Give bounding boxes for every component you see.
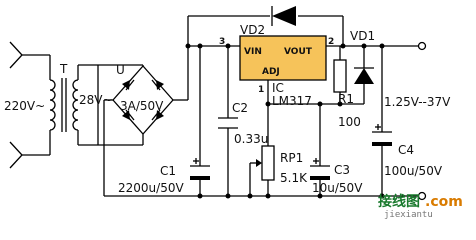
- c1-label: C1: [160, 164, 176, 178]
- c2-capacitor: [218, 117, 238, 129]
- c1-value-label: 2200u/50V: [118, 181, 184, 195]
- vd1-label: VD1: [350, 29, 375, 43]
- ic-part-label: LM317: [272, 94, 312, 108]
- lm317-regulator-schematic: 220V~ T 28V~: [4, 6, 463, 220]
- transformer-label: T: [59, 62, 68, 76]
- c3-value-label: 10u/50V: [312, 181, 363, 195]
- r1-resistor: [333, 59, 347, 93]
- input-voltage-label: 220V~: [4, 99, 45, 113]
- ac-input-terminals: [9, 41, 51, 169]
- bridge-rectifier: [98, 46, 189, 196]
- watermark-tld: .com: [425, 194, 463, 210]
- ic-label: IC: [272, 81, 284, 95]
- watermark-brand: 接线图: [378, 193, 420, 210]
- junction-dots: [185, 43, 385, 199]
- output-positive-terminal: [417, 41, 427, 51]
- main-wiring: [104, 15, 418, 197]
- c2-label: C2: [232, 101, 248, 115]
- rp1-label: RP1: [280, 151, 303, 165]
- pin3-label: 3: [219, 37, 225, 47]
- r1-value-label: 100: [338, 115, 361, 129]
- vd1-diode: [354, 67, 374, 84]
- rectifier-rating-label: 3A/50V: [120, 99, 164, 113]
- rectifier-label: U: [116, 63, 125, 77]
- site-watermark: 接线图 .com jiexiantu: [378, 193, 463, 220]
- output-ground-terminal: [417, 191, 427, 201]
- transformer-symbol: [49, 64, 99, 146]
- rp1-potentiometer: [256, 145, 275, 181]
- adj-label: ADJ: [262, 67, 280, 77]
- r1-label: R1: [338, 92, 354, 106]
- vd2-diode: [271, 6, 296, 26]
- vd2-label: VD2: [240, 23, 265, 37]
- c4-label: C4: [398, 143, 414, 157]
- c3-label: C3: [334, 163, 350, 177]
- c4-value-label: 100u/50V: [384, 164, 443, 178]
- rp1-value-label: 5.1K: [280, 171, 308, 185]
- watermark-domain: jiexiantu: [384, 210, 433, 220]
- pin2-label: 2: [328, 37, 334, 47]
- c3-capacitor: [310, 158, 330, 180]
- pin1-label: 1: [258, 85, 264, 95]
- c2-value-label: 0.33u: [234, 132, 268, 146]
- vin-label: VIN: [244, 47, 262, 57]
- c4-capacitor: [372, 124, 392, 146]
- c1-capacitor: [190, 158, 210, 180]
- output-range-label: 1.25V--37V: [384, 95, 451, 109]
- vout-label: VOUT: [284, 47, 313, 57]
- lm317-ic: [239, 35, 327, 81]
